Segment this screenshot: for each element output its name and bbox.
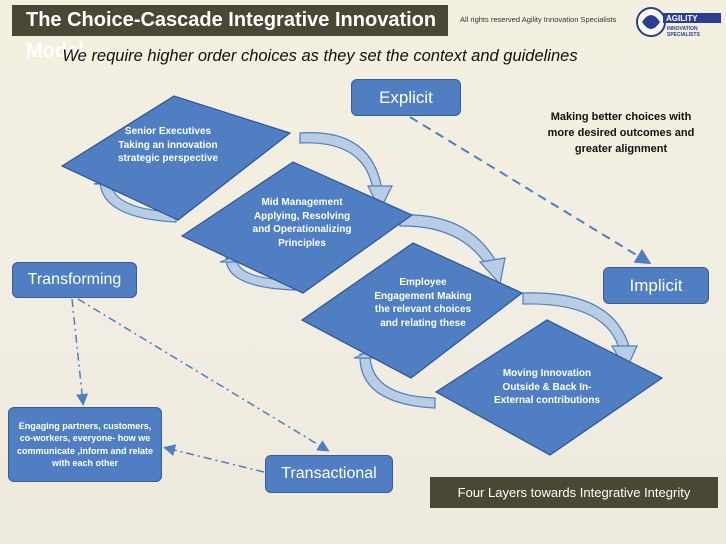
layer-diamond-4 <box>434 319 664 456</box>
transactional-to-engaging-arrow <box>163 444 265 473</box>
slide-title: The Choice-Cascade Integrative Innovatio… <box>12 5 448 62</box>
layer-diamond-1 <box>60 95 292 221</box>
slide-subtitle: We require higher order choices as they … <box>62 47 578 65</box>
layer-diamond-3 <box>300 242 524 379</box>
explicit-box: Explicit <box>351 79 461 116</box>
four-layers-banner: Four Layers towards Integrative Integrit… <box>430 477 718 508</box>
layer-diamond-2 <box>180 161 414 294</box>
implicit-box: Implicit <box>603 267 709 304</box>
transforming-box: Transforming <box>12 262 137 298</box>
transactional-box: Transactional <box>265 455 393 493</box>
layer-2-label: Mid Management Applying, Resolving and O… <box>252 197 352 249</box>
transforming-to-transactional-arrow <box>77 298 330 452</box>
transforming-to-engaging-arrow <box>71 298 89 406</box>
agility-logo: AGILITY INNOVATION SPECIALISTS <box>636 7 721 38</box>
layer-4-label: Moving Innovation Outside & Back In- Ext… <box>493 368 601 406</box>
layer-3-label: Employee Engagement Making the relevant … <box>374 277 472 329</box>
svg-text:SPECIALISTS: SPECIALISTS <box>667 32 700 38</box>
layer-1-label: Senior Executives Taking an innovation s… <box>117 126 219 164</box>
svg-text:INNOVATION: INNOVATION <box>667 26 698 32</box>
loop-arrow-right-2 <box>399 214 506 286</box>
explicit-to-implicit-arrow <box>409 116 652 265</box>
copyright-text: All rights reserved Agility Innovation S… <box>460 15 617 24</box>
making-better-choices-note: Making better choices with more desired … <box>547 111 695 155</box>
engaging-partners-box: Engaging partners, customers, co-workers… <box>8 407 162 482</box>
svg-text:AGILITY: AGILITY <box>666 14 698 23</box>
loop-arrow-right-3 <box>522 292 638 372</box>
